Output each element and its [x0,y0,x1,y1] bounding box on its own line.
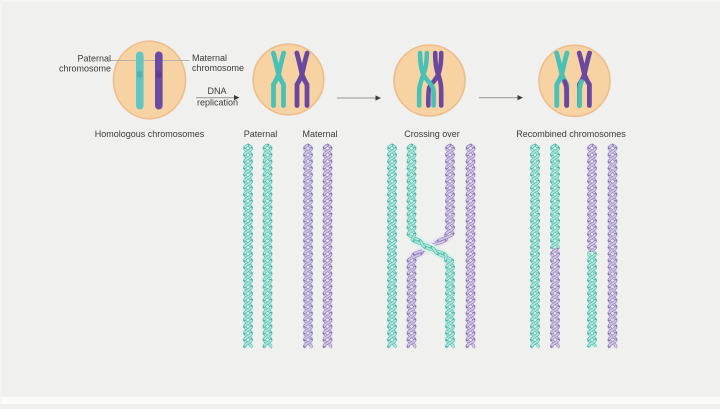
svg-text:chromosome: chromosome [192,63,244,73]
svg-text:Recombined chromosomes: Recombined chromosomes [516,129,626,139]
svg-text:DNA: DNA [207,86,226,96]
svg-text:Homologous chromosomes: Homologous chromosomes [95,129,205,139]
svg-text:Maternal: Maternal [192,53,227,63]
svg-text:replication: replication [197,98,238,108]
svg-text:Paternal: Paternal [244,129,278,139]
svg-text:Paternal: Paternal [77,54,111,64]
svg-text:Crossing over: Crossing over [404,129,460,139]
svg-text:chromosome: chromosome [59,64,111,74]
svg-text:Maternal: Maternal [302,129,337,139]
